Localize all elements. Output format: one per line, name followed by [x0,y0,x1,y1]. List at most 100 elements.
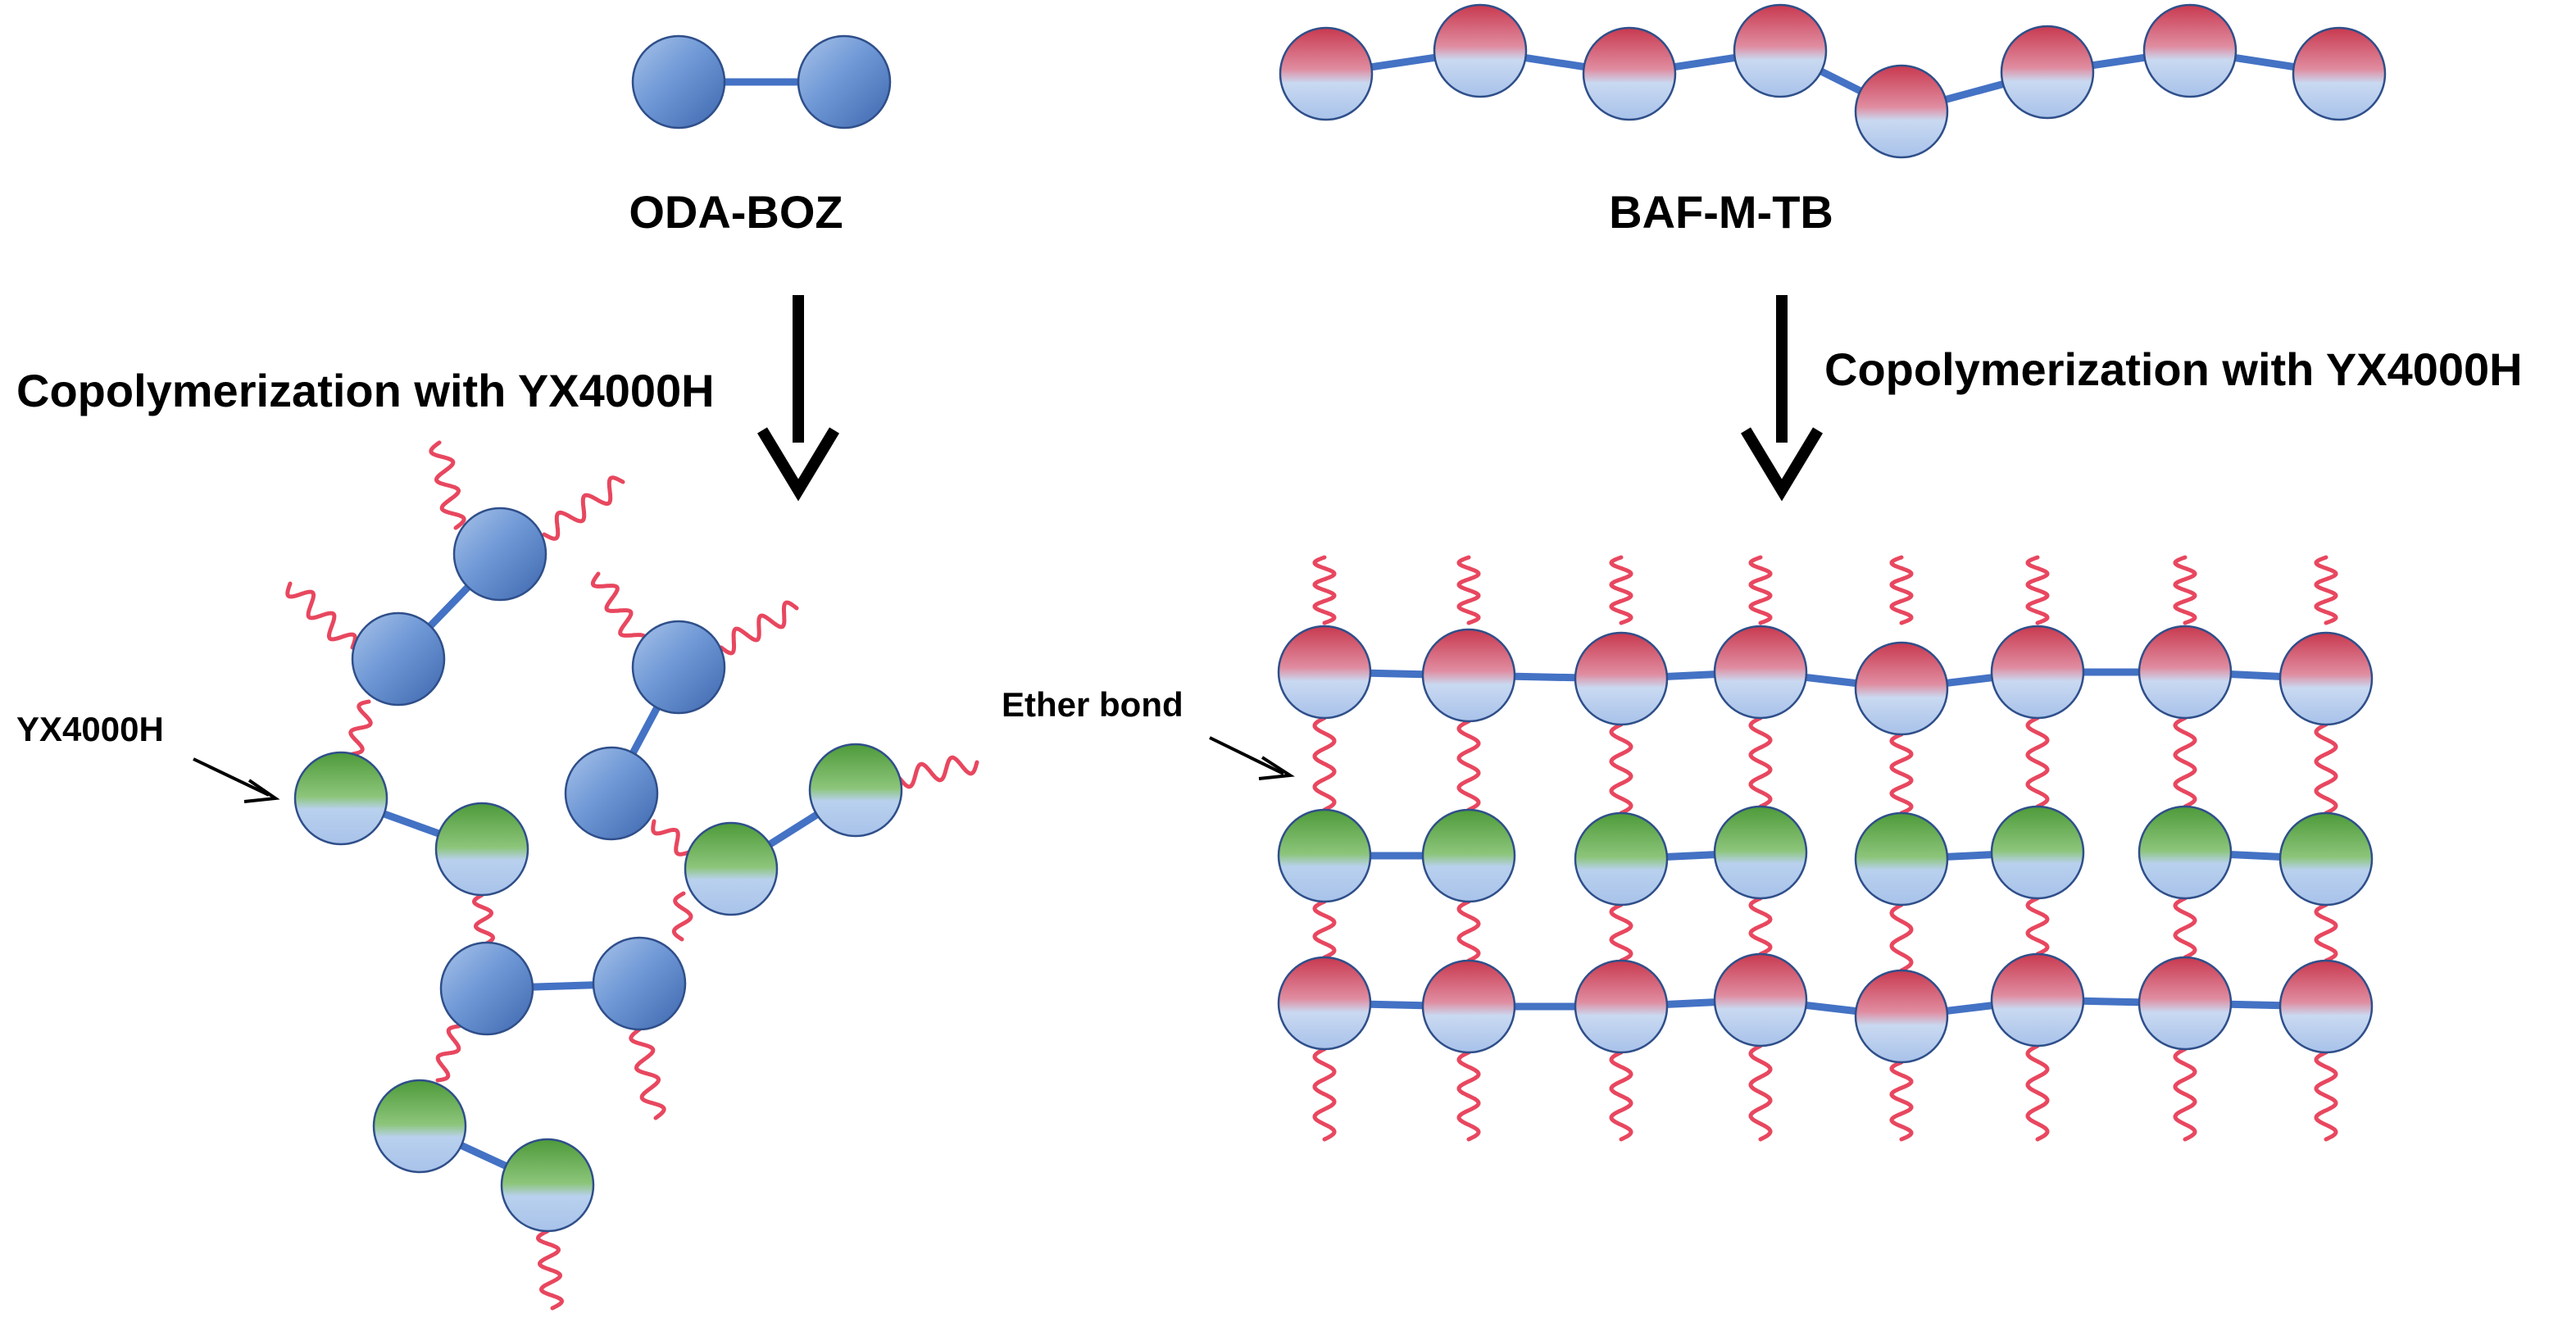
wavy-chain-right-bottom-2 [1456,1050,1481,1142]
network-right-row3-bead-1 [1277,956,1372,1051]
network-right-row1-bead-8 [2278,631,2374,726]
network-right-row1-bead-4 [1713,625,1808,720]
wavy-chain-left-10 [671,891,693,942]
oda-boz-bead-2 [797,34,892,130]
wavy-chain-left-5 [590,571,647,650]
baf-m-tb-bead-8 [2292,26,2387,121]
network-right-row1-bead-5 [1854,641,1949,736]
wavy-chain-left-6 [719,600,799,656]
wavy-chain-right-low-2 [1456,899,1481,963]
network-left-bead-g [684,821,779,916]
wavy-chain-right-low-8 [2314,902,2338,963]
wavy-chain-right-bottom-3 [1609,1050,1633,1142]
wavy-chain-right-mid-8 [2314,722,2338,816]
network-left-bead-j [592,936,687,1031]
network-right-row3-bead-7 [2138,956,2233,1051]
wavy-chain-right-mid-6 [2025,716,2050,809]
network-right-row1-bead-1 [1277,625,1372,720]
wavy-chain-right-mid-3 [1609,722,1633,816]
wavy-chain-right-bottom-4 [1748,1043,1773,1142]
arrow-yx4000h-pointer [193,757,280,803]
network-right-row1-bead-2 [1421,628,1516,723]
wavy-chain-right-low-4 [1748,896,1773,957]
network-right-row3-bead-3 [1574,959,1669,1054]
baf-m-tb-label: BAF-M-TB [1609,186,1833,238]
wavy-chain-left-2 [542,475,625,541]
network-right-row2-bead-5 [1854,811,1949,907]
arrow-ether-bond-pointer [1209,736,1295,780]
yx4000h-annotation: YX4000H [16,710,164,748]
wavy-chain-left-9 [472,893,495,947]
network-left-bead-k [372,1079,467,1174]
wavy-chain-right-low-3 [1609,902,1633,963]
wavy-chain-right-bottom-5 [1889,1060,1914,1142]
wavy-chain-right-top-7 [2173,555,2197,625]
beads-layer [293,3,2387,1233]
oda-boz-label: ODA-BOZ [629,186,843,238]
wavy-chain-left-11 [435,1024,461,1083]
network-right-row3-bead-2 [1421,959,1516,1054]
wavy-chain-right-top-4 [1748,555,1773,625]
network-right-row1-bead-6 [1990,625,2085,720]
network-left-bead-c [631,620,726,715]
arrow-right-process [1741,295,1823,502]
network-right-row1-bead-7 [2138,625,2233,720]
wavy-chain-right-low-1 [1312,899,1337,960]
wavy-chain-right-mid-1 [1312,716,1337,812]
wavy-chain-right-mid-7 [2173,716,2197,809]
network-right-row3-bead-6 [1990,952,2085,1048]
baf-m-tb-bead-5 [1854,64,1949,159]
network-right-row3-bead-5 [1854,969,1949,1064]
ether-bond-annotation: Ether bond [1002,685,1184,724]
network-left-bead-l [500,1138,595,1233]
wavy-chain-right-mid-2 [1456,719,1481,812]
wavy-chain-right-bottom-8 [2314,1050,2338,1142]
wavy-chain-left-4 [348,699,373,757]
right-reaction-label: Copolymerization with YX4000H [1824,343,2523,395]
network-right-row3-bead-8 [2278,959,2374,1054]
baf-m-tb-bead-6 [2000,25,2095,120]
network-right-row2-bead-4 [1713,805,1808,900]
network-left-bead-i [439,941,534,1036]
network-right-row2-bead-3 [1574,811,1669,907]
network-left-bead-e [434,802,529,897]
network-left-bead-h [808,743,903,838]
wavy-chain-right-bottom-6 [2025,1043,2050,1142]
network-left-bead-d [293,751,388,846]
network-left-bead-a [452,507,547,602]
baf-m-tb-bead-2 [1433,3,1528,98]
network-right-row2-bead-2 [1421,808,1516,903]
wavy-chain-right-top-6 [2025,555,2050,625]
network-left-bead-f [564,746,659,841]
wavy-chain-right-bottom-1 [1312,1047,1337,1142]
baf-m-tb-bead-4 [1733,3,1828,98]
wavy-chain-right-low-5 [1889,902,1914,973]
wavy-chain-right-top-5 [1889,555,1914,625]
network-right-row2-bead-7 [2138,805,2233,900]
baf-m-tb-bead-7 [2142,3,2238,98]
wavy-chains-layer [285,440,2338,1311]
wavy-chain-left-8 [897,755,979,789]
baf-m-tb-bead-1 [1279,26,1374,121]
network-right-row3-bead-4 [1713,952,1808,1048]
wavy-chain-left-7 [651,819,691,857]
wavy-chain-right-low-6 [2025,896,2050,957]
wavy-chain-right-top-1 [1312,555,1337,625]
baf-m-tb-bead-3 [1582,26,1677,121]
network-right-row2-bead-6 [1990,805,2085,900]
wavy-chain-right-mid-4 [1748,716,1773,809]
network-left-bead-b [351,611,446,707]
wavy-chain-right-bottom-7 [2173,1047,2197,1142]
network-right-row2-bead-8 [2278,811,2374,907]
oda-boz-bead-1 [631,34,726,130]
network-right-row2-bead-1 [1277,808,1372,903]
wavy-chain-right-mid-5 [1889,732,1914,816]
wavy-chain-right-low-7 [2173,896,2197,960]
left-reaction-label: Copolymerization with YX4000H [16,365,715,416]
wavy-chain-left-3 [285,581,357,650]
wavy-chain-right-top-2 [1456,555,1481,625]
wavy-chain-right-top-8 [2314,555,2338,625]
wavy-chain-left-12 [629,1027,666,1120]
